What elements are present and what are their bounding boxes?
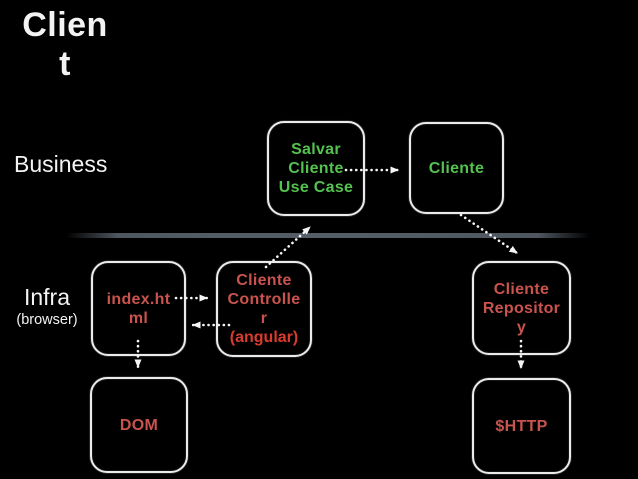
box-dom: DOM [90,377,188,473]
box-http-label: $HTTP [495,417,548,435]
box-cliente-entity: Cliente [409,122,504,214]
infra-label: Infra [23,284,71,310]
layer-divider-line [66,233,590,238]
box-dom-label: DOM [119,416,159,434]
box-http: $HTTP [472,378,571,474]
box-cliente-controller-label: Cliente Controlle r [227,272,301,327]
box-cliente-controller: Cliente Controlle r (angular) [216,261,312,357]
box-salvar-cliente-use-case: Salvar Cliente Use Case [267,121,365,216]
slide-title: Clien t [22,6,108,83]
infra-sublabel: (browser) [16,312,78,328]
box-cliente-entity-label: Cliente [428,159,485,177]
box-cliente-repository: Cliente Repositor y [472,261,571,355]
box-cliente-repository-label: Cliente Repositor y [482,280,561,336]
business-layer-label: Business [14,151,108,177]
box-index-html: index.ht ml [91,261,186,356]
box-index-html-label: index.ht ml [106,290,171,327]
box-cliente-controller-sublabel: (angular) [229,329,299,346]
box-salvar-cliente-use-case-label: Salvar Cliente Use Case [278,141,354,196]
infra-layer-label: Infra (browser) [4,284,90,329]
